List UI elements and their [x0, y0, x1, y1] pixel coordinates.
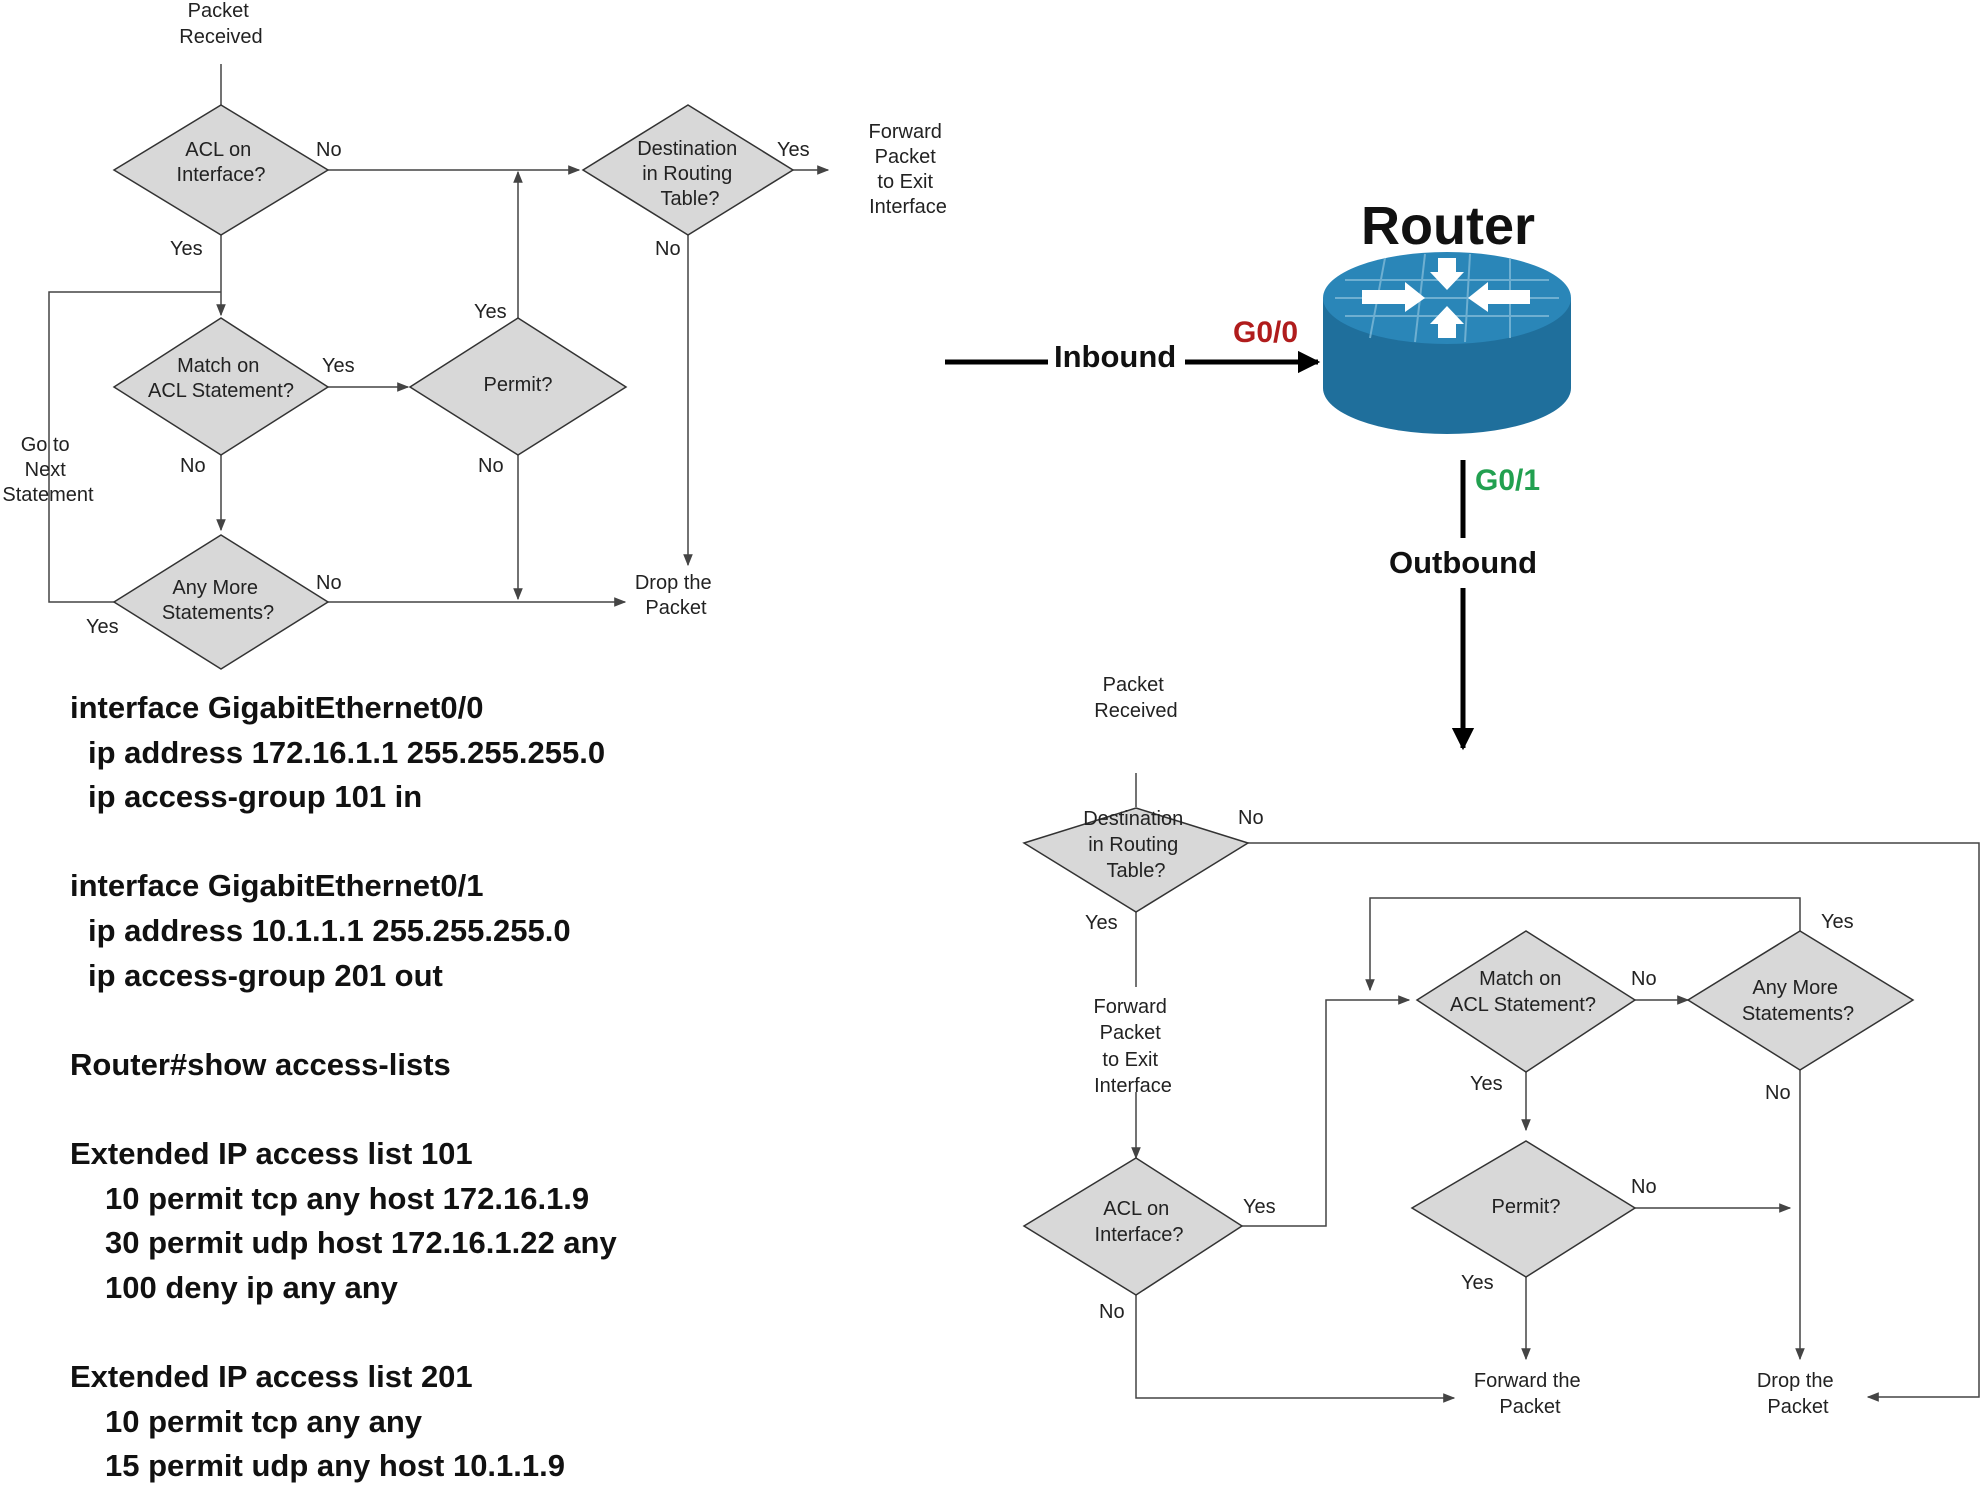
edge-label-no: No: [1099, 1301, 1125, 1323]
any-more-label: Any More Statements?: [1742, 977, 1854, 1025]
config-line: 100 deny ip any any: [105, 1269, 398, 1305]
acl-on-interface-diamond: [1022, 1157, 1244, 1296]
drop-packet-label: Drop the Packet: [635, 572, 717, 619]
config-line: ip address 10.1.1.1 255.255.255.0: [88, 912, 571, 948]
config-blank: [70, 998, 617, 1043]
edge-label-no: No: [478, 455, 504, 477]
match-acl-diamond: [112, 317, 330, 456]
drop-packet-label: Drop the Packet: [1757, 1370, 1839, 1418]
packet-received-label: Packet Received: [179, 0, 262, 48]
forward-exit-label: Forward Packet to Exit Interface: [869, 121, 948, 218]
match-acl-label: Match on ACL Statement?: [1450, 968, 1596, 1016]
edge-label-yes: Yes: [1243, 1196, 1276, 1218]
match-acl-diamond: [1415, 930, 1637, 1073]
any-more-diamond: [1686, 930, 1915, 1071]
config-line: ip access-group 101 in: [88, 779, 423, 815]
destination-diamond: [1022, 807, 1250, 913]
edge-label-no: No: [316, 139, 342, 161]
acl-on-interface-diamond: [112, 104, 330, 236]
config-line: ip access-group 201 out: [88, 957, 443, 993]
port-g0-1-label: G0/1: [1475, 464, 1540, 497]
port-g0-0-label: G0/0: [1233, 316, 1298, 349]
config-line: ip address 172.16.1.1 255.255.255.0: [88, 734, 606, 770]
edge-label-no: No: [1631, 968, 1657, 990]
any-more-label: Any More Statements?: [162, 577, 274, 624]
router-icon: [1323, 252, 1571, 434]
config-line: Extended IP access list 201: [70, 1358, 473, 1394]
edge-label-yes: Yes: [322, 355, 355, 377]
destination-diamond: [581, 104, 795, 236]
config-blank: [70, 1087, 617, 1132]
forward-packet-label: Forward the Packet: [1474, 1370, 1586, 1418]
outbound-connectors: [1131, 773, 1980, 1403]
permit-diamond: [1410, 1140, 1637, 1278]
config-line: 15 permit udp any host 10.1.1.9: [105, 1448, 565, 1484]
inbound-connectors: [48, 64, 830, 607]
config-line: 10 permit tcp any host 172.16.1.9: [105, 1180, 590, 1216]
edge-label-no: No: [316, 572, 342, 594]
edge-label-yes: Yes: [777, 139, 810, 161]
edge-label-yes: Yes: [1470, 1073, 1503, 1095]
edge-label-yes: Yes: [1461, 1272, 1494, 1294]
config-line: Router#show access-lists: [70, 1046, 451, 1082]
outbound-flowchart: Packet Received Destination in Routing T…: [1022, 674, 1980, 1418]
any-more-diamond: [112, 534, 330, 670]
router-title: Router: [1361, 196, 1535, 256]
packet-received-label: Packet Received: [1094, 674, 1177, 722]
forward-exit-label: Forward Packet to Exit Interface: [1094, 996, 1173, 1097]
config-line: Extended IP access list 101: [70, 1135, 473, 1171]
config-blank: [70, 1310, 617, 1355]
inbound-label: Inbound: [1054, 339, 1176, 374]
edge-label-yes: Yes: [1085, 912, 1118, 934]
router-diagram: Router Inbound G0/0: [945, 196, 1571, 751]
inbound-flowchart: Packet Received ACL on Interface? Match …: [2, 0, 948, 670]
edge-label-yes: Yes: [1821, 911, 1854, 933]
edge-label-no: No: [1765, 1082, 1791, 1104]
permit-label: Permit?: [1492, 1196, 1561, 1218]
permit-label: Permit?: [484, 374, 553, 396]
edge-label-no: No: [180, 455, 206, 477]
edge-label-no: No: [655, 238, 681, 260]
edge-label-no: No: [1238, 807, 1264, 829]
destination-label: Destination in Routing Table?: [1083, 808, 1189, 882]
config-line: interface GigabitEthernet0/1: [70, 868, 484, 904]
destination-label: Destination in Routing Table?: [637, 138, 743, 210]
go-next-label: Go to Next Statement: [2, 434, 94, 506]
permit-diamond: [408, 317, 628, 456]
router-config: interface GigabitEthernet0/0 ip address …: [70, 686, 617, 1489]
config-line: interface GigabitEthernet0/0: [70, 690, 484, 725]
config-blank: [70, 820, 617, 865]
match-acl-label: Match on ACL Statement?: [148, 355, 294, 402]
outbound-label: Outbound: [1389, 545, 1537, 580]
edge-label-yes: Yes: [170, 238, 203, 260]
config-line: 30 permit udp host 172.16.1.22 any: [105, 1225, 617, 1261]
edge-label-no: No: [1631, 1176, 1657, 1198]
acl-on-interface-label: ACL on Interface?: [1095, 1198, 1184, 1246]
config-line: 10 permit tcp any any: [105, 1403, 423, 1439]
acl-on-interface-label: ACL on Interface?: [177, 139, 266, 186]
edge-label-yes: Yes: [86, 616, 119, 638]
edge-label-yes: Yes: [474, 301, 507, 323]
